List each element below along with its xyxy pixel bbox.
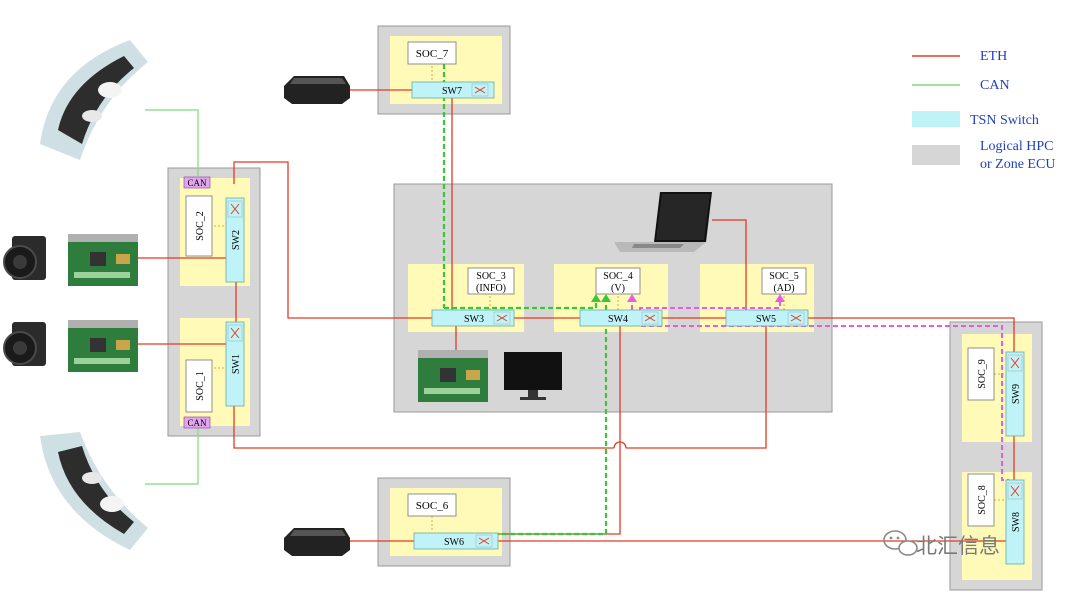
- sw6-label: SW6: [444, 537, 464, 548]
- switch-port-icon: [227, 324, 243, 342]
- sw8-switch: SW8: [1005, 479, 1025, 565]
- soc4-label: SOC_4: [603, 271, 632, 282]
- sw9-label: SW9: [1011, 384, 1022, 404]
- switch-port-icon: [493, 311, 511, 325]
- legend-hpc-label-1: Logical HPC: [980, 139, 1054, 154]
- can-tag-bottom-label: CAN: [187, 418, 207, 428]
- soc2-label: SOC_2: [195, 211, 206, 240]
- camera-icon: [3, 236, 46, 280]
- sw2-label: SW2: [231, 230, 242, 250]
- soc9-label: SOC_9: [977, 359, 988, 388]
- eth-links: [138, 89, 1015, 542]
- sw7-switch: SW7: [411, 81, 495, 99]
- green-arrow-1: [591, 294, 601, 302]
- sw2-switch: SW2: [225, 197, 245, 283]
- can-dashed-path: [442, 64, 608, 536]
- pink-arrow-1: [627, 294, 637, 302]
- sw1-switch: SW1: [225, 321, 245, 407]
- switch-port-icon: [227, 200, 243, 218]
- soc3-label: SOC_3: [476, 271, 505, 282]
- soc3-box: [467, 267, 515, 295]
- soc5-box: [761, 267, 807, 295]
- circuit-board-icon: [68, 320, 138, 372]
- switch-port-icon: [475, 534, 493, 548]
- soc9-box: [967, 347, 995, 401]
- switch-port-icon: [787, 311, 805, 325]
- circuit-board-icon: [68, 234, 138, 286]
- switch-port-icon: [641, 311, 659, 325]
- laptop-icon: [614, 192, 712, 252]
- soc4-sublabel: (V): [611, 283, 625, 294]
- soc2-box: [185, 195, 213, 257]
- sw3-label: SW3: [464, 314, 484, 325]
- soc3-sublabel: (INFO): [476, 283, 506, 294]
- sw5-switch: SW5: [725, 309, 809, 327]
- switch-port-icon: [1007, 354, 1023, 372]
- soc1-box: [185, 359, 213, 413]
- can-tag-top-label: CAN: [187, 178, 207, 188]
- sw5-label: SW5: [756, 314, 776, 325]
- green-arrow-2: [601, 294, 611, 302]
- pink-arrow-2: [775, 294, 785, 302]
- circuit-board-icon: [418, 350, 488, 402]
- sw6-switch: SW6: [413, 532, 499, 550]
- sw8-label: SW8: [1011, 512, 1022, 532]
- lidar-icon: [284, 76, 350, 104]
- soc8-label: SOC_8: [977, 485, 988, 514]
- headlight-icon: [40, 432, 148, 550]
- soc6-box: [407, 493, 457, 517]
- legend-hpc-label-2: or Zone ECU: [980, 157, 1055, 172]
- sw4-switch: SW4: [579, 309, 663, 327]
- soc1-label: SOC_1: [195, 371, 206, 400]
- legend-hpc-swatch: [912, 145, 960, 165]
- soc5-label: SOC_5: [769, 271, 798, 282]
- camera-icon: [3, 322, 46, 366]
- sw3-switch: SW3: [431, 309, 515, 327]
- soc8-box: [967, 473, 995, 527]
- can-tag-top: [183, 176, 211, 189]
- soc4-box: [595, 267, 641, 295]
- sw9-switch: SW9: [1005, 351, 1025, 437]
- legend-eth-label: ETH: [980, 49, 1007, 64]
- sw7-label: SW7: [442, 86, 462, 97]
- can-links: [145, 109, 199, 485]
- switch-port-icon: [471, 83, 489, 97]
- wechat-icon: [883, 530, 918, 556]
- watermark: 北汇信息: [883, 530, 1000, 558]
- legend: ETH CAN TSN Switch Logical HPC or Zone E…: [912, 49, 1055, 172]
- sw1-label: SW1: [231, 354, 242, 374]
- lidar-icon: [284, 528, 350, 556]
- watermark-text: 北汇信息: [916, 534, 1000, 558]
- soc7-box: [407, 41, 457, 65]
- internal-dotted-links: [214, 66, 1006, 532]
- legend-can-label: CAN: [980, 78, 1010, 93]
- soc7-label: SOC_7: [416, 48, 449, 60]
- can-tag-bottom: [183, 416, 211, 429]
- sw4-label: SW4: [608, 314, 628, 325]
- soc5-sublabel: (AD): [773, 283, 794, 294]
- legend-tsn-swatch: [912, 111, 960, 127]
- switch-port-icon: [1007, 482, 1023, 500]
- headlight-icon: [40, 40, 148, 160]
- soc6-label: SOC_6: [416, 500, 449, 512]
- legend-tsn-label: TSN Switch: [970, 113, 1039, 128]
- monitor-icon: [504, 352, 562, 400]
